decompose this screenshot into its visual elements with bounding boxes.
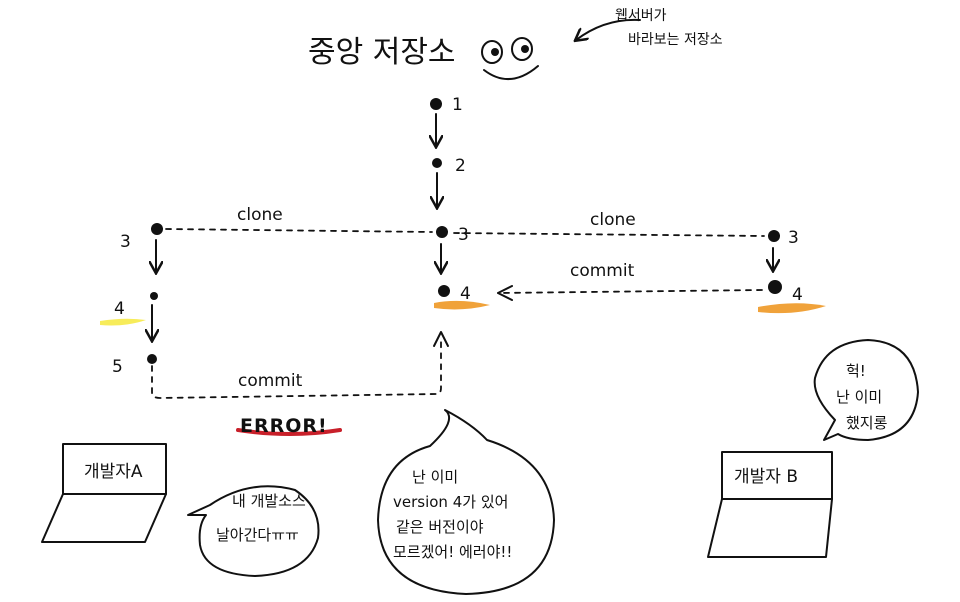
- center-bubble-line-3: 같은 버전이야: [396, 518, 484, 536]
- central-commit-3-label: 3: [458, 225, 469, 245]
- clone-edge-right: [453, 232, 765, 237]
- error-label: ERROR!: [240, 415, 328, 437]
- note-line-2: 바라보는 저장소: [628, 32, 723, 48]
- central-commit-2-label: 2: [455, 156, 466, 176]
- dev-a-commit-5: [147, 354, 157, 364]
- commit-edge-b: [497, 289, 763, 294]
- commit-b-label: commit: [570, 261, 635, 281]
- commit-edge-a: [151, 337, 442, 399]
- commit-a-label: commit: [238, 371, 303, 391]
- dev-b-commit-4-label: 4: [792, 285, 803, 305]
- dev-b-speech-bubble: [813, 339, 919, 441]
- dev-a-commit-5-label: 5: [112, 357, 123, 377]
- clone-left-label: clone: [237, 205, 283, 225]
- smiley-face-icon: [481, 37, 539, 81]
- commit-b-arrowhead: [497, 285, 513, 301]
- center-bubble-line-4: 모르겠어! 에러야!!: [393, 543, 512, 561]
- dev-a-bubble-line-1: 내 개발소스: [232, 492, 306, 510]
- dev-b-commit-4-highlight: [758, 303, 826, 314]
- dev-a-laptop-label: 개발자A: [84, 462, 143, 482]
- commit-a-arrowhead: [433, 331, 449, 347]
- central-commit-2: [432, 158, 442, 168]
- central-commit-4-highlight: [434, 300, 490, 310]
- dev-b-bubble-line-2: 난 이미: [836, 388, 882, 406]
- dev-a-laptop-icon: [41, 443, 167, 543]
- dev-b-bubble-line-3: 했지롱: [846, 414, 888, 432]
- dev-a-commit-4-label: 4: [114, 299, 125, 319]
- dev-a-bubble-line-2: 날아간다ㅠㅠ: [216, 526, 299, 544]
- clone-edge-left: [165, 228, 433, 233]
- dev-b-laptop-icon: [707, 451, 833, 558]
- central-commit-4-label: 4: [460, 284, 471, 304]
- dev-b-commit-3-label: 3: [788, 228, 799, 248]
- dev-b-laptop-label: 개발자 B: [734, 467, 798, 487]
- central-commit-1-label: 1: [452, 95, 463, 115]
- center-bubble-line-2: version 4가 있어: [393, 493, 508, 511]
- dev-a-commit-3-label: 3: [120, 232, 131, 252]
- central-commit-1: [430, 98, 442, 110]
- central-commit-3: [436, 226, 448, 238]
- dev-a-commit-3: [151, 223, 163, 235]
- dev-a-commit-4-highlight: [100, 318, 146, 326]
- dev-b-commit-4: [768, 280, 782, 294]
- dev-a-commit-4: [150, 292, 158, 300]
- center-bubble-line-1: 난 이미: [412, 468, 458, 486]
- note-line-1: 웹서버가: [615, 8, 667, 24]
- dev-a-speech-bubble: [187, 485, 320, 577]
- central-repo-title: 중앙 저장소: [308, 35, 456, 70]
- note-arrow: [576, 18, 641, 40]
- dev-b-commit-3: [768, 230, 780, 242]
- clone-right-label: clone: [590, 210, 636, 230]
- central-commit-4: [438, 285, 450, 297]
- center-speech-bubble: [377, 409, 555, 595]
- dev-b-bubble-line-1: 헉!: [846, 362, 866, 380]
- error-underline: [236, 428, 342, 436]
